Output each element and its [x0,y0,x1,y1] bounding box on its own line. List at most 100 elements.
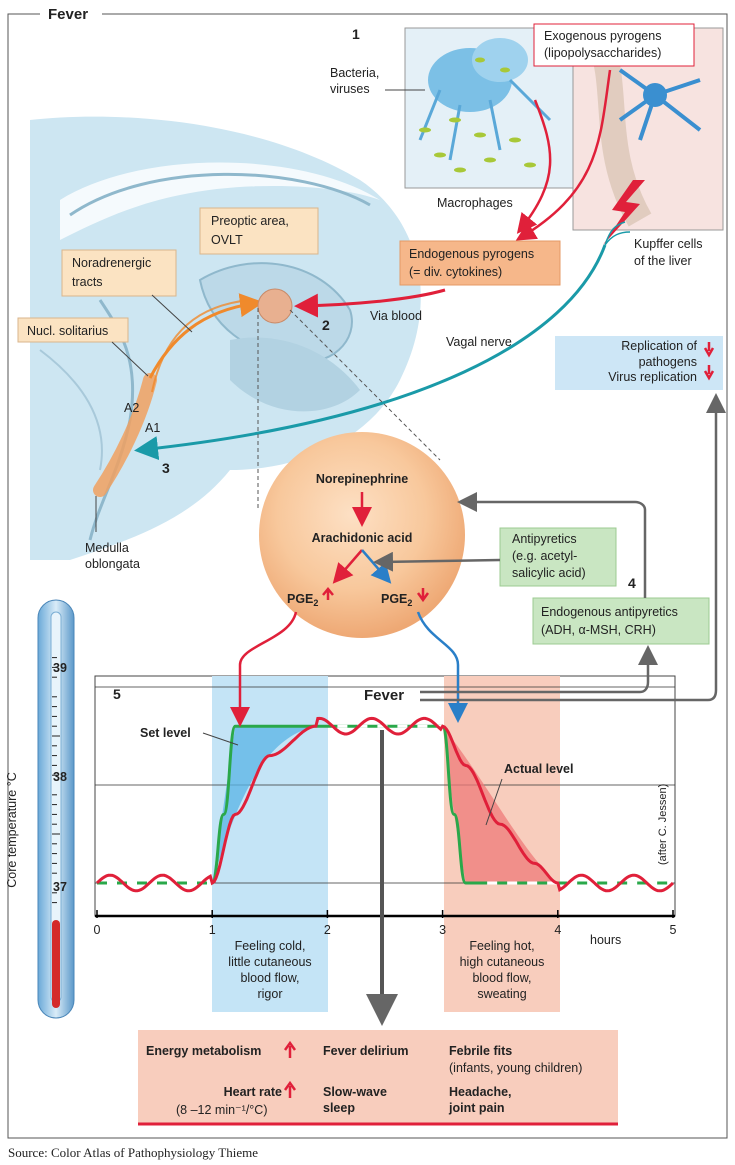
up-arrow-icon [283,1040,297,1058]
kupffer-label-1: Kupffer cells [634,237,703,251]
preoptic-box: Preoptic area, OVLT [199,207,319,255]
x-tick-label-4: 4 [554,923,561,937]
pge-up-label: PGE2 [287,592,318,608]
svg-text:rigor: rigor [257,987,282,1001]
hot-phase-text: Feeling hot, high cutaneous blood flow, … [460,939,545,1001]
step-4-label: 4 [628,575,636,591]
svg-text:(ADH, α-MSH, CRH): (ADH, α-MSH, CRH) [541,623,656,637]
svg-text:Noradrenergic: Noradrenergic [72,256,151,270]
page-title: Fever [48,6,88,23]
outer-frame [7,13,728,1139]
via-blood-arrow [294,288,446,318]
svg-text:OVLT: OVLT [211,233,243,247]
svg-text:Febrile fits: Febrile fits [449,1044,512,1058]
svg-text:salicylic acid): salicylic acid) [512,566,586,580]
kupffer-label-2: of the liver [634,254,692,268]
noradrenergic-box: Noradrenergic tracts [61,249,177,297]
arachidonic-label: Arachidonic acid [312,531,413,545]
step-1-label: 1 [352,26,360,42]
down-arrow-icon [416,588,430,603]
pge-down-label: PGE2 [381,592,412,608]
vagal-nerve-arrow [134,244,607,461]
svg-text:Virus replication: Virus replication [608,370,697,384]
svg-text:little cutaneous: little cutaneous [228,955,311,969]
replication-box: Replication of pathogens Virus replicati… [555,336,723,390]
svg-text:high cutaneous: high cutaneous [460,955,545,969]
up-arrow-icon [322,587,334,600]
macrophages-label: Macrophages [437,196,513,210]
svg-text:Headache,: Headache, [449,1085,512,1099]
svg-text:Energy metabolism: Energy metabolism [146,1044,261,1058]
noradrenergic-path [148,293,264,379]
solitarius-box: Nucl. solitarius [17,317,129,343]
medulla-label-2: oblongata [85,557,140,571]
x-tick-label-3: 3 [439,923,446,937]
svg-text:tracts: tracts [72,275,103,289]
x-tick-label-2: 2 [324,923,331,937]
x-axis-label: hours [590,933,621,947]
biochem-circle [259,432,465,638]
svg-text:Slow-wave: Slow-wave [323,1085,387,1099]
thermometer: Core temperature °C [5,599,75,1019]
endo-antipyretics-box: Endogenous antipyretics (ADH, α-MSH, CRH… [532,597,710,645]
a1-label: A1 [145,421,160,435]
fever-label: Fever [364,687,404,704]
via-blood-label: Via blood [370,309,422,323]
svg-text:sweating: sweating [477,987,526,1001]
endogenous-box: Endogenous pyrogens (= div. cytokines) [399,240,561,286]
vagal-label: Vagal nerve [446,335,512,349]
medulla-tract [93,373,157,497]
a2-label: A2 [124,401,139,415]
exogenous-box: Exogenous pyrogens (lipopolysaccharides) [533,23,695,67]
x-tick-label-0: 0 [94,923,101,937]
up-arrow-icon [283,1080,297,1098]
svg-text:Feeling hot,: Feeling hot, [469,939,534,953]
svg-text:Antipyretics: Antipyretics [512,532,577,546]
source-caption: Source: Color Atlas of Pathophysiology T… [8,1145,258,1160]
step-3-label: 3 [162,460,170,476]
svg-text:(lipopolysaccharides): (lipopolysaccharides) [544,46,661,60]
svg-text:(infants, young children): (infants, young children) [449,1061,582,1075]
down-arrow-icon [703,365,715,381]
medulla-label-1: Medulla [85,541,129,555]
temperature-chart: 0 1 2 3 4 5 [94,675,677,1012]
svg-text:Endogenous antipyretics: Endogenous antipyretics [541,605,678,619]
svg-text:Exogenous pyrogens: Exogenous pyrogens [544,29,661,43]
svg-text:pathogens: pathogens [639,355,697,369]
svg-text:(= div. cytokines): (= div. cytokines) [409,265,502,279]
svg-text:(e.g. acetyl-: (e.g. acetyl- [512,549,577,563]
actual-level-line [95,716,675,893]
set-level-label: Set level [140,726,191,740]
norepinephrine-label: Norepinephrine [316,472,408,486]
x-tick-label-5: 5 [670,923,677,937]
effects-box: Energy metabolism Fever delirium Febrile… [138,1030,618,1126]
step-5-label: 5 [113,686,121,702]
x-tick-label-1: 1 [209,923,216,937]
actual-level-label: Actual level [504,762,573,776]
svg-text:(8 –12 min⁻¹/°C): (8 –12 min⁻¹/°C) [176,1103,267,1117]
antipyretics-box: Antipyretics (e.g. acetyl- salicylic aci… [499,527,617,587]
bacteria-label-2: viruses [330,82,370,96]
credit-label: (after C. Jessen) [657,784,669,865]
svg-text:Preoptic area,: Preoptic area, [211,214,289,228]
therm-tick-37: 37 [53,880,67,894]
down-arrow-icon [703,342,715,358]
thermometer-ticks [52,657,60,904]
svg-text:Endogenous pyrogens: Endogenous pyrogens [409,247,534,261]
cold-phase-text: Feeling cold, little cutaneous blood flo… [228,939,311,1001]
step-2-label: 2 [322,317,330,333]
svg-text:blood flow,: blood flow, [472,971,531,985]
svg-text:Nucl. solitarius: Nucl. solitarius [27,324,108,338]
therm-tick-39: 39 [53,661,67,675]
hot-gap-fill [442,726,558,883]
therm-tick-38: 38 [53,770,67,784]
svg-text:Feeling cold,: Feeling cold, [235,939,306,953]
thermometer-axis-label: Core temperature °C [5,772,19,887]
svg-text:Heart rate: Heart rate [224,1085,282,1099]
bacteria-label-1: Bacteria, [330,66,379,80]
cold-gap-fill [212,726,316,883]
svg-text:Replication of: Replication of [621,339,697,353]
svg-text:blood flow,: blood flow, [240,971,299,985]
preoptic-nucleus [257,288,293,324]
